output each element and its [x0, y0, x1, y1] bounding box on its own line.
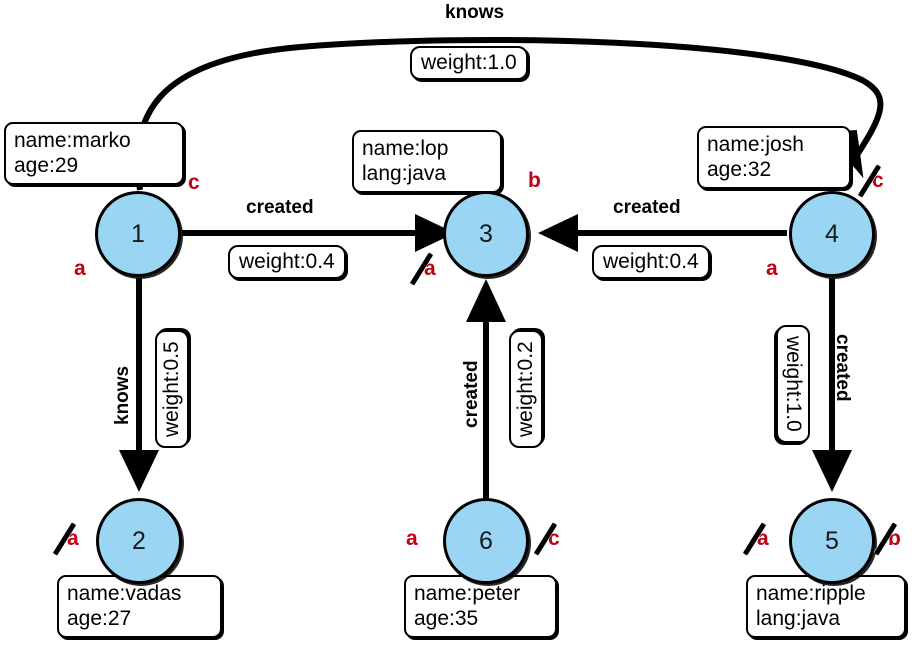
edge-weight-created-1-3: weight:0.4: [228, 245, 346, 279]
property-line: age:35: [414, 607, 479, 630]
edge-weight-created-4-3: weight:0.4: [592, 245, 710, 279]
annotation-vertex-6-c-struck: c: [533, 522, 560, 556]
property-line: name:marko: [14, 129, 131, 152]
annotation-letter: a: [424, 257, 436, 280]
edge-label-knows-1-4: knows: [445, 2, 505, 23]
property-line: lang:java: [756, 607, 841, 630]
edge-label-created-1-3: created: [246, 197, 314, 218]
annotation-vertex-4-c-struck: c: [857, 164, 884, 198]
annotation-vertex-6-a: a: [406, 528, 418, 549]
edge-label-created-4-5: created: [832, 334, 853, 402]
annotation-letter: a: [757, 527, 769, 550]
edge-4-created-5: [812, 278, 852, 492]
annotation-vertex-3-b: b: [528, 170, 541, 191]
annotation-letter: c: [188, 171, 200, 194]
vertex-properties-ripple: name:ripple lang:java: [746, 575, 906, 638]
vertex-properties-vadas: name:vadas age:27: [57, 575, 222, 638]
vertex-3[interactable]: 3: [443, 191, 529, 277]
property-line: age:27: [67, 607, 132, 630]
edge-weight-created-6-3: weight:0.2: [509, 330, 543, 448]
property-line: name:vadas: [67, 582, 182, 605]
annotation-letter: c: [548, 527, 560, 550]
vertex-2[interactable]: 2: [96, 498, 182, 584]
annotation-vertex-5-b-struck: b: [873, 522, 901, 556]
property-line: age:32: [707, 158, 772, 181]
edge-1-created-3: [182, 214, 455, 252]
vertex-properties-marko: name:marko age:29: [4, 122, 184, 185]
edge-1-knows-2: [119, 278, 159, 492]
edge-weight-created-4-5: weight:1.0: [776, 325, 810, 443]
annotation-vertex-5-a-struck: a: [742, 522, 769, 556]
property-line: lang:java: [362, 162, 447, 185]
annotation-letter: a: [74, 257, 86, 280]
annotation-letter: b: [528, 169, 541, 192]
annotation-letter: c: [872, 169, 884, 192]
annotation-vertex-1-a: a: [74, 258, 86, 279]
edge-6-created-3: [466, 279, 506, 500]
annotation-vertex-3-a-struck: a: [409, 252, 436, 286]
edge-4-created-3: [538, 214, 787, 252]
property-line: age:29: [14, 154, 79, 177]
annotation-vertex-1-c: c: [188, 172, 200, 193]
vertex-properties-lop: name:lop lang:java: [352, 130, 502, 193]
vertex-properties-peter: name:peter age:35: [404, 575, 557, 638]
edge-label-knows-1-2: knows: [112, 365, 133, 425]
vertex-5[interactable]: 5: [789, 498, 875, 584]
annotation-letter: a: [406, 527, 418, 550]
property-line: name:peter: [414, 582, 521, 605]
edge-label-created-6-3: created: [461, 360, 482, 428]
vertex-6[interactable]: 6: [443, 498, 529, 584]
edge-weight-knows-1-2: weight:0.5: [155, 330, 189, 448]
annotation-vertex-2-a-struck: a: [52, 522, 79, 556]
annotation-letter: a: [67, 527, 79, 550]
property-line: name:ripple: [756, 582, 866, 605]
vertex-4[interactable]: 4: [789, 191, 875, 277]
vertex-1[interactable]: 1: [95, 191, 181, 277]
vertex-properties-josh: name:josh age:32: [697, 126, 851, 189]
edge-label-created-4-3: created: [613, 197, 681, 218]
annotation-letter: a: [766, 257, 778, 280]
annotation-vertex-4-a: a: [766, 258, 778, 279]
property-line: name:josh: [707, 133, 804, 156]
property-line: name:lop: [362, 137, 449, 160]
edge-weight-knows-1-4: weight:1.0: [410, 46, 528, 80]
